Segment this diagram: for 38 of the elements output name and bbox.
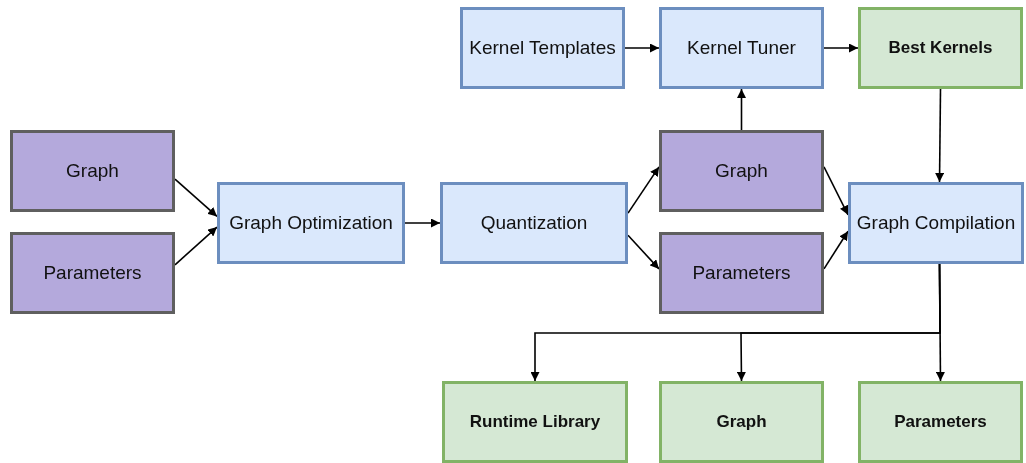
output-box bbox=[858, 7, 1023, 89]
box-label: Graph Compilation bbox=[856, 211, 1016, 236]
box-label: Graph Optimization bbox=[229, 211, 393, 236]
process-box bbox=[217, 182, 405, 264]
arrow bbox=[737, 88, 746, 131]
box-label: Parameters bbox=[43, 261, 142, 286]
output-box bbox=[659, 381, 824, 463]
output-box bbox=[858, 381, 1023, 463]
box-label: Best Kernels bbox=[888, 36, 993, 59]
arrow bbox=[624, 43, 660, 53]
box-label: Graph bbox=[716, 410, 767, 433]
process-box bbox=[440, 182, 628, 264]
input-box bbox=[10, 130, 175, 212]
box-label: Kernel Templates bbox=[469, 36, 616, 61]
arrow bbox=[627, 234, 660, 270]
input-box bbox=[659, 130, 824, 212]
arrow bbox=[404, 218, 441, 228]
process-box bbox=[460, 7, 625, 89]
input-box bbox=[10, 232, 175, 314]
arrow bbox=[627, 166, 660, 214]
input-box bbox=[659, 232, 824, 314]
process-box bbox=[848, 182, 1024, 264]
box-label: Kernel Tuner bbox=[687, 36, 796, 61]
output-box bbox=[442, 381, 628, 463]
arrow bbox=[935, 263, 945, 382]
box-label: Runtime Library bbox=[469, 410, 601, 433]
box-label: Graph bbox=[66, 159, 119, 184]
box-label: Quantization bbox=[480, 211, 588, 236]
process-box bbox=[659, 7, 824, 89]
arrow bbox=[823, 230, 849, 270]
box-label: Parameters bbox=[894, 410, 987, 433]
arrow bbox=[823, 43, 859, 53]
arrow bbox=[174, 178, 218, 218]
arrow bbox=[174, 226, 218, 266]
arrow bbox=[935, 88, 945, 183]
box-label: Graph bbox=[715, 159, 768, 184]
box-label: Parameters bbox=[692, 261, 791, 286]
arrow bbox=[823, 166, 849, 216]
